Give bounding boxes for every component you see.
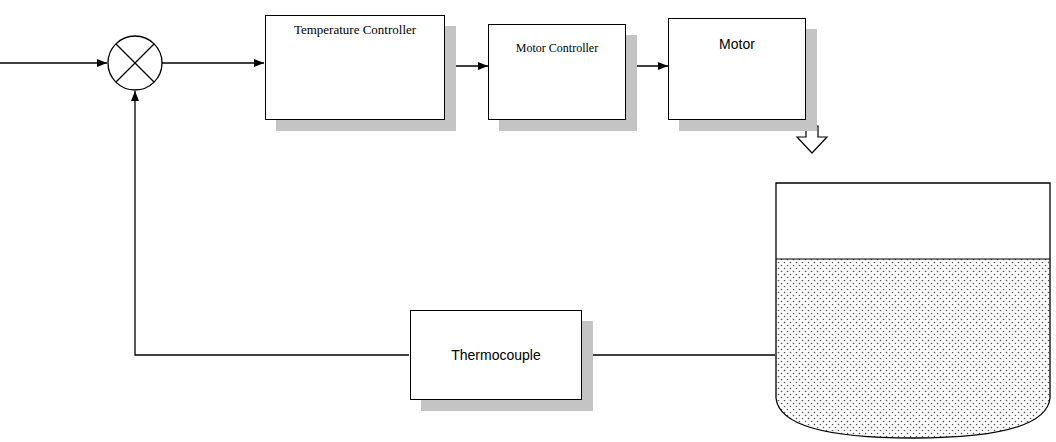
- box-label: Motor: [719, 36, 755, 52]
- box-label: Thermocouple: [451, 347, 541, 363]
- signal-arrow: [626, 65, 668, 66]
- process-box: Motor: [668, 18, 806, 120]
- signal-arrow: [445, 65, 488, 66]
- drive-arrow: [797, 126, 827, 153]
- box-label: Temperature Controller: [294, 22, 416, 38]
- input-arrow: [0, 62, 107, 63]
- process-box: Temperature Controller: [265, 15, 445, 120]
- summing-junction: [108, 36, 162, 90]
- measurement-arrow: [583, 354, 775, 355]
- process-box: Thermocouple: [410, 310, 582, 400]
- box-label: Motor Controller: [516, 41, 598, 56]
- error-arrow: [162, 62, 264, 63]
- tank-illustration: [776, 183, 1050, 438]
- process-box: Motor Controller: [488, 24, 626, 120]
- feedback-arrow: [135, 91, 409, 355]
